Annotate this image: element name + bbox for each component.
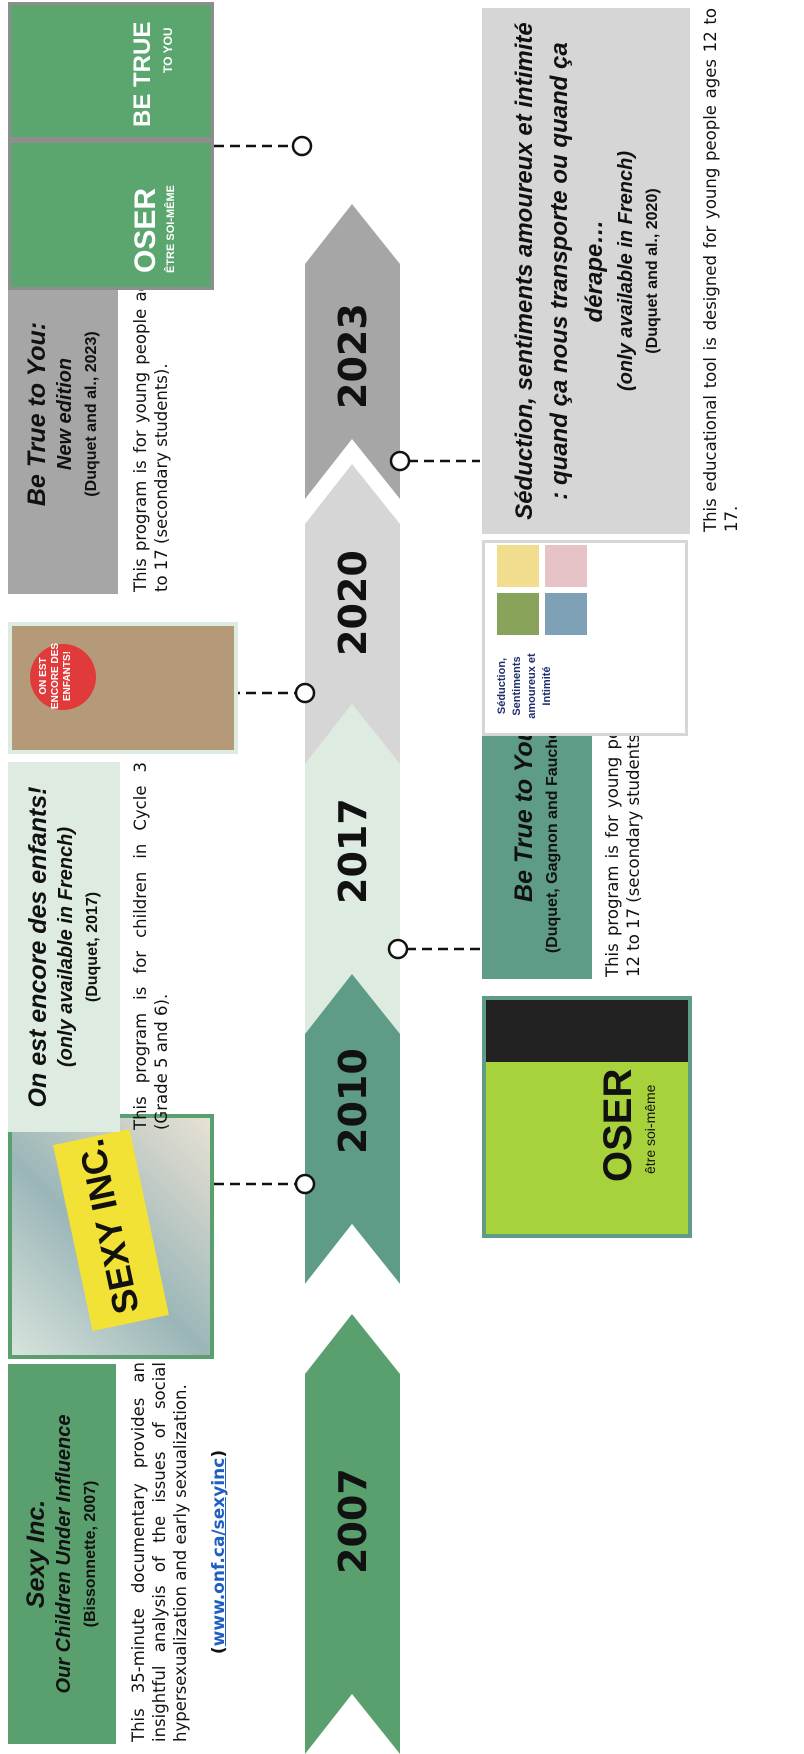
node-2017 [294, 682, 316, 704]
cover-sexy-inc: SEXY INC. [8, 1114, 214, 1359]
chevron-2007 [305, 1314, 400, 1754]
cover-title-betrue-2023: BE TRUE [129, 21, 156, 127]
description-enfants: This program is for children in Cycle 3 … [130, 762, 172, 1130]
title-be-true-2023: Be True to You: [23, 321, 52, 507]
title-box-enfants: On est encore des enfants! (only availab… [8, 762, 120, 1132]
description-text: This educational tool is designed for yo… [701, 8, 742, 532]
cover-subtitle-betrue-2023: TO YOU [161, 27, 175, 73]
title-seduction: Séduction, sentiments amoureux et intimi… [511, 22, 608, 520]
chevron-2017 [305, 704, 400, 1034]
citation-enfants: (Duquet, 2017) [84, 891, 102, 1003]
subtitle-enfants: (only available in French) [55, 826, 78, 1068]
title-be-true-2010: Be True to You [510, 726, 539, 902]
description-seduction: This educational tool is designed for yo… [700, 8, 742, 532]
chevron-2023 [305, 204, 400, 499]
year-label-2017: 2017 [331, 798, 375, 904]
node-2023 [291, 135, 313, 157]
onf-link[interactable]: www.onf.ca/sexyinc [209, 1457, 230, 1647]
cover-subtitle-be-true-2010: être soi-même [642, 1084, 658, 1174]
subtitle-sexy-inc: Our Children Under Influence [53, 1414, 76, 1694]
cover-title-seduction: Séduction, Sentiments amoureux et Intimi… [496, 653, 553, 719]
node-2010 [387, 938, 409, 960]
subtitle-seduction: (only available in French) [614, 150, 637, 392]
cover-enfants: ON EST ENCORE DES ENFANTS! [8, 622, 238, 754]
cover-title-enfants: ON EST ENCORE DES ENFANTS! [38, 642, 73, 710]
cover-subtitle-oser-2023: ÊTRE SOI-MÊME [165, 184, 177, 273]
description-sexy-inc: This 35-minute documentary provides an i… [128, 1362, 231, 1742]
cover-title-be-true-2010: OSER [596, 1068, 640, 1182]
year-label-2007: 2007 [331, 1468, 375, 1574]
title-box-sexy-inc: Sexy Inc. Our Children Under Influence (… [8, 1364, 116, 1744]
node-2020 [389, 450, 411, 472]
title-box-seduction: Séduction, sentiments amoureux et intimi… [482, 8, 690, 534]
cover-be-true-2023-b: BE TRUE TO YOU [8, 2, 214, 140]
description-text: This program is for children in Cycle 3 … [131, 762, 172, 1130]
citation-seduction: (Duquet and al., 2020) [643, 188, 661, 354]
node-2007 [294, 1173, 316, 1195]
citation-be-true-2023: (Duquet and al., 2023) [83, 331, 101, 497]
year-label-2023: 2023 [331, 303, 375, 409]
year-label-2020: 2020 [331, 550, 375, 656]
description-text: This 35-minute documentary provides an i… [129, 1362, 191, 1742]
chevron-2010 [305, 954, 400, 1284]
cover-be-true-2023-a: OSER ÊTRE SOI-MÊME [8, 140, 214, 290]
subtitle-be-true-2023: New edition [54, 357, 77, 471]
cover-be-true-2010: OSER être soi-même [482, 996, 692, 1238]
title-sexy-inc: Sexy Inc. [22, 1499, 51, 1609]
cover-title-oser-2023: OSER [129, 187, 162, 273]
chevron-2020 [305, 464, 400, 764]
title-enfants: On est encore des enfants! [24, 786, 53, 1108]
year-label-2010: 2010 [331, 1048, 375, 1154]
cover-seduction: Séduction, Sentiments amoureux et Intimi… [482, 540, 688, 736]
link-onf-sexyinc[interactable]: (www.onf.ca/sexyinc) [209, 1449, 230, 1655]
citation-sexy-inc: (Bissonnette, 2007) [82, 1480, 100, 1628]
